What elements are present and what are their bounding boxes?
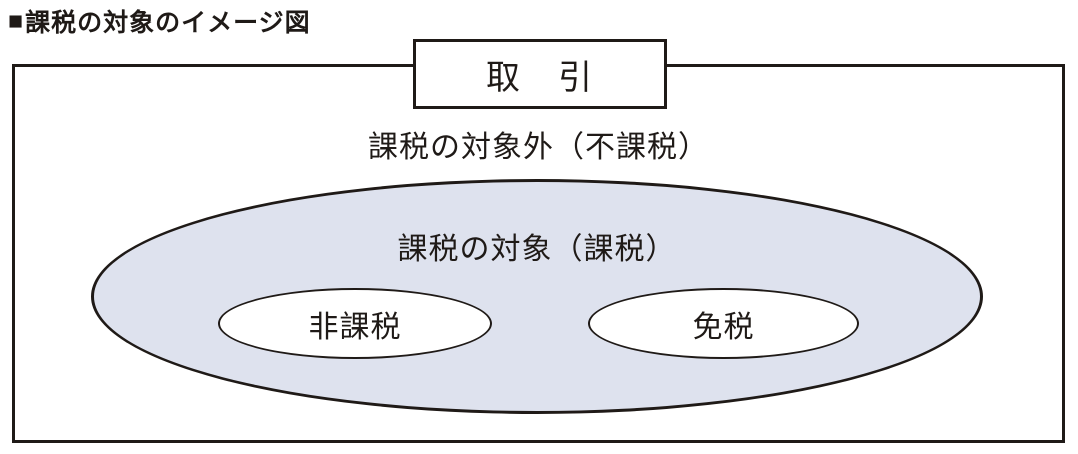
- tax-free-label: 免税: [692, 310, 755, 344]
- page-title: ■ 課税の対象のイメージ図: [8, 3, 311, 39]
- tax-free-ellipse: 免税: [588, 288, 859, 359]
- transaction-box: 取 引: [413, 39, 667, 109]
- outside-scope-label: 課税の対象外（不課税）: [368, 131, 709, 164]
- taxable-scope-label: 課税の対象（課税）: [397, 233, 677, 266]
- exempt-label: 非課税: [308, 310, 402, 344]
- exempt-ellipse: 非課税: [218, 288, 492, 359]
- square-bullet-icon: ■: [8, 6, 25, 35]
- taxable-scope-ellipse: [91, 179, 983, 414]
- page-title-text: 課税の対象のイメージ図: [25, 9, 311, 37]
- transaction-label: 取 引: [486, 58, 594, 97]
